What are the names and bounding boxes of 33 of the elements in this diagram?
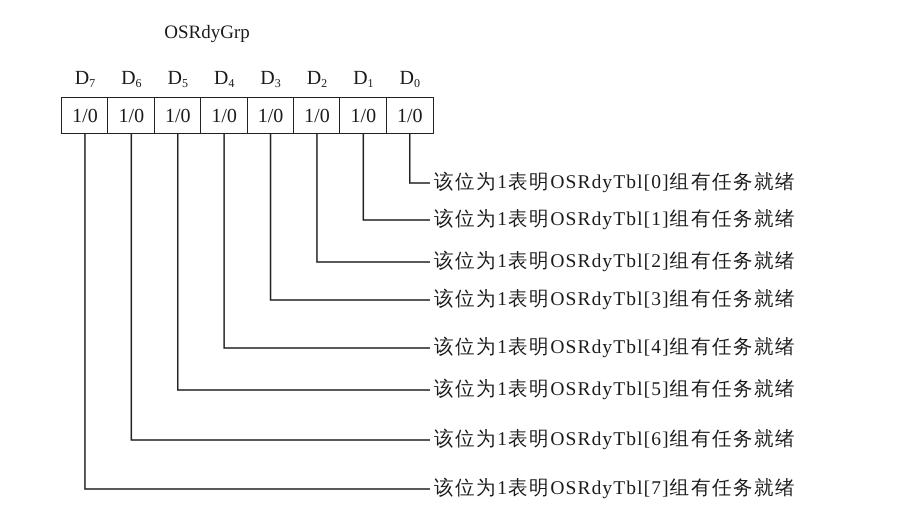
bit-label: D$_{6}$: [121, 66, 142, 90]
bit-label: D$_{2}$: [306, 66, 328, 90]
bit-label: D$_{3}$: [260, 66, 281, 90]
bit-description: 该位为1表明OSRdyTbl[5]组有任务就绪: [434, 378, 796, 402]
leader-line: [316, 134, 430, 263]
bit-description: 该位为1表明OSRdyTbl[2]组有任务就绪: [434, 250, 796, 274]
leader-line: [409, 134, 430, 184]
bit-value: 1/0: [304, 104, 330, 128]
bit-label: D$_{4}$: [214, 66, 234, 90]
bit-label: D$_{0}$: [400, 66, 420, 90]
leader-line: [223, 134, 430, 349]
bit-label: D$_{1}$: [353, 66, 374, 90]
bit-description: 该位为1表明OSRdyTbl[7]组有任务就绪: [434, 477, 796, 501]
leader-line: [177, 134, 430, 391]
bit-value: 1/0: [164, 104, 191, 128]
register-title: OSRdyGrp: [164, 22, 250, 44]
bit-value: 1/0: [350, 104, 376, 128]
bit-value: 1/0: [118, 104, 144, 128]
bit-description: 该位为1表明OSRdyTbl[4]组有任务就绪: [434, 336, 796, 360]
bit-description: 该位为1表明OSRdyTbl[3]组有任务就绪: [434, 288, 796, 312]
bit-label: D$_{7}$: [74, 66, 96, 90]
bit-description: 该位为1表明OSRdyTbl[6]组有任务就绪: [434, 428, 796, 452]
bit-value: 1/0: [72, 104, 98, 128]
bit-value: 1/0: [396, 104, 423, 128]
leader-line: [362, 134, 430, 221]
leader-line: [84, 134, 430, 490]
bit-value: 1/0: [211, 104, 237, 128]
bit-description: 该位为1表明OSRdyTbl[0]组有任务就绪: [434, 171, 796, 195]
leader-line: [130, 134, 430, 441]
bit-label: D$_{5}$: [168, 66, 188, 90]
leader-line: [270, 134, 430, 301]
bit-description: 该位为1表明OSRdyTbl[1]组有任务就绪: [434, 208, 796, 232]
bit-value: 1/0: [258, 104, 284, 128]
